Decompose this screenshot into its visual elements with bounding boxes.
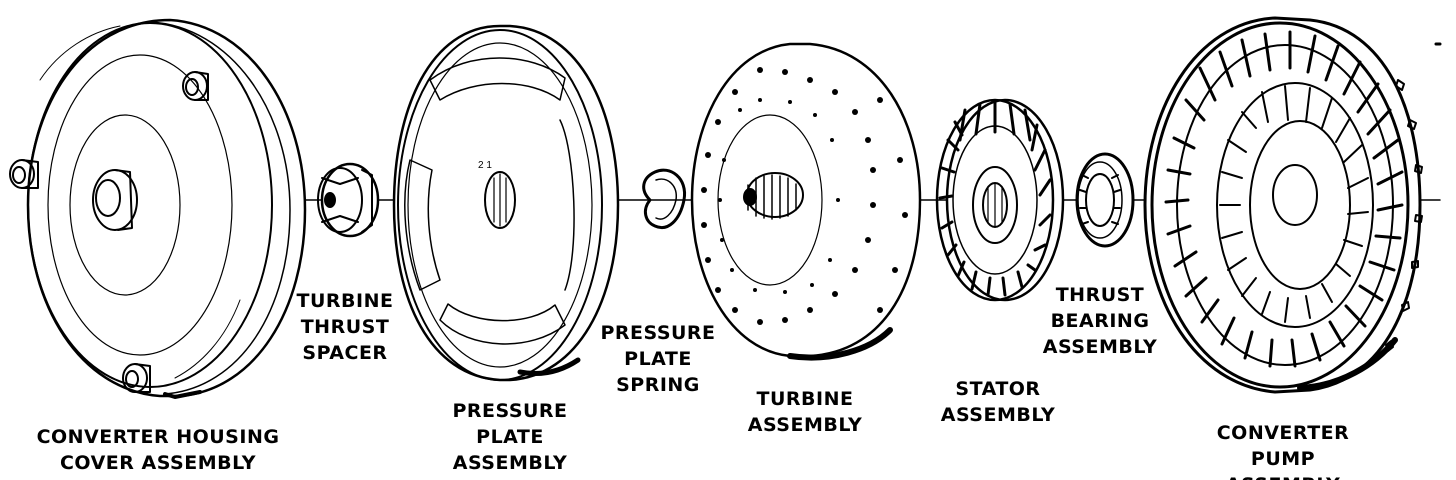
turbine-thrust-spacer [317, 162, 380, 238]
converter-pump-assembly [1143, 16, 1423, 394]
label-pressure-plate-assembly: PRESSURE PLATE ASSEMBLY [452, 400, 568, 474]
converter-housing-cover [9, 18, 307, 399]
label-thrust-bearing-assembly: THRUST BEARING ASSEMBLY [1042, 284, 1158, 358]
label-pressure-plate-spring: PRESSURE PLATE SPRING [600, 322, 716, 396]
turbine-assembly [690, 42, 922, 361]
label-turbine-thrust-spacer: TURBINE THRUST SPACER [296, 290, 394, 364]
label-stator-assembly: STATOR ASSEMBLY [940, 378, 1056, 426]
stator-assembly [935, 98, 1065, 302]
pressure-plate: 2 1 [392, 24, 620, 382]
label-converter-housing-cover: CONVERTER HOUSING COVER ASSEMBLY [36, 426, 280, 474]
thrust-bearing-assembly [1075, 152, 1135, 248]
pressure-plate-spring [642, 168, 687, 229]
label-turbine-assembly: TURBINE ASSEMBLY [747, 388, 863, 436]
label-converter-pump-assembly: CONVERTER PUMP ASSEMBLY [1216, 422, 1350, 480]
svg-text:2 1: 2 1 [478, 160, 492, 171]
